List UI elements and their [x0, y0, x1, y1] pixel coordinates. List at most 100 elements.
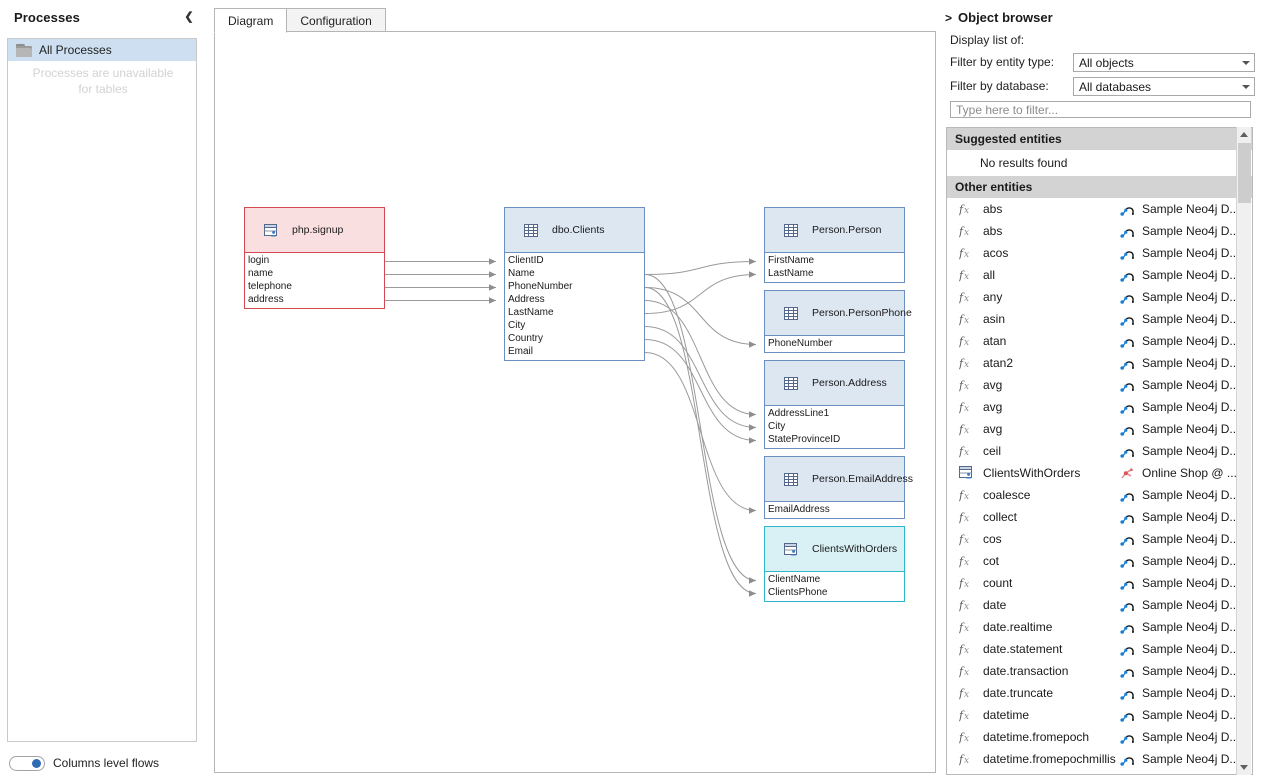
filter-database-select[interactable]: All databases — [1073, 77, 1255, 96]
columns-level-flows-toggle[interactable] — [9, 755, 45, 771]
node-title: Person.Address — [812, 377, 887, 389]
caret-down-icon[interactable] — [1237, 760, 1252, 775]
entity-name: all — [983, 268, 996, 282]
caret-up-icon[interactable] — [1237, 127, 1252, 142]
node-column[interactable]: Address — [508, 294, 545, 305]
search-input[interactable] — [950, 101, 1251, 118]
entity-list-scrollbar[interactable] — [1236, 127, 1251, 775]
neo4j-icon — [1120, 757, 1134, 766]
node-column[interactable]: City — [508, 320, 526, 331]
node-column[interactable]: PhoneNumber — [508, 281, 573, 292]
tab-strip: Diagram Configuration — [214, 7, 386, 33]
entity-name: avg — [983, 378, 1003, 392]
filter-entity-type-select[interactable]: All objects — [1073, 53, 1255, 72]
node-column[interactable]: AddressLine1 — [768, 408, 830, 419]
node-column[interactable]: FirstName — [768, 255, 815, 266]
node-column[interactable]: Country — [508, 333, 544, 344]
node-columns: login name telephone address — [245, 253, 384, 308]
node-column[interactable]: telephone — [248, 281, 292, 292]
node-column[interactable]: StateProvinceID — [768, 434, 841, 445]
tab-diagram[interactable]: Diagram — [214, 8, 288, 33]
node-column[interactable]: ClientName — [768, 574, 821, 585]
svg-text:x: x — [964, 294, 969, 304]
tab-configuration[interactable]: Configuration — [286, 8, 386, 33]
svg-text:x: x — [964, 338, 969, 348]
node-columns: PhoneNumber — [765, 336, 904, 352]
object-browser-header[interactable]: > Object browser — [945, 10, 1053, 25]
scrollbar-thumb[interactable] — [1238, 143, 1251, 203]
node-column[interactable]: PhoneNumber — [768, 338, 833, 349]
neo4j-icon — [1119, 708, 1136, 722]
svg-text:f: f — [959, 753, 965, 766]
node-column[interactable]: LastName — [508, 307, 554, 318]
node-column[interactable]: LastName — [768, 268, 814, 279]
svg-text:f: f — [959, 225, 965, 238]
node-column[interactable]: City — [768, 421, 786, 432]
entity-name: cos — [983, 532, 1002, 546]
node-column[interactable]: ClientsPhone — [768, 587, 828, 598]
node-column[interactable]: address — [248, 294, 284, 305]
svg-text:f: f — [959, 423, 965, 436]
node-column[interactable]: ClientID — [508, 255, 544, 266]
node-column[interactable]: Name — [508, 268, 535, 279]
neo4j-icon — [1119, 400, 1136, 414]
neo4j-icon — [1119, 422, 1136, 436]
node-column[interactable]: login — [248, 255, 270, 266]
neo4j-icon — [1120, 537, 1134, 546]
chevron-left-icon[interactable]: ❮ — [184, 11, 194, 23]
node-column[interactable]: name — [248, 268, 274, 279]
sidebar-item-all-processes[interactable]: All Processes — [8, 39, 196, 61]
node-column[interactable]: EmailAddress — [768, 504, 830, 515]
neo4j-icon — [1119, 598, 1136, 612]
node-column[interactable]: Email — [508, 346, 534, 357]
svg-text:x: x — [964, 228, 969, 238]
entity-database: Sample Neo4j D... — [1142, 730, 1240, 744]
